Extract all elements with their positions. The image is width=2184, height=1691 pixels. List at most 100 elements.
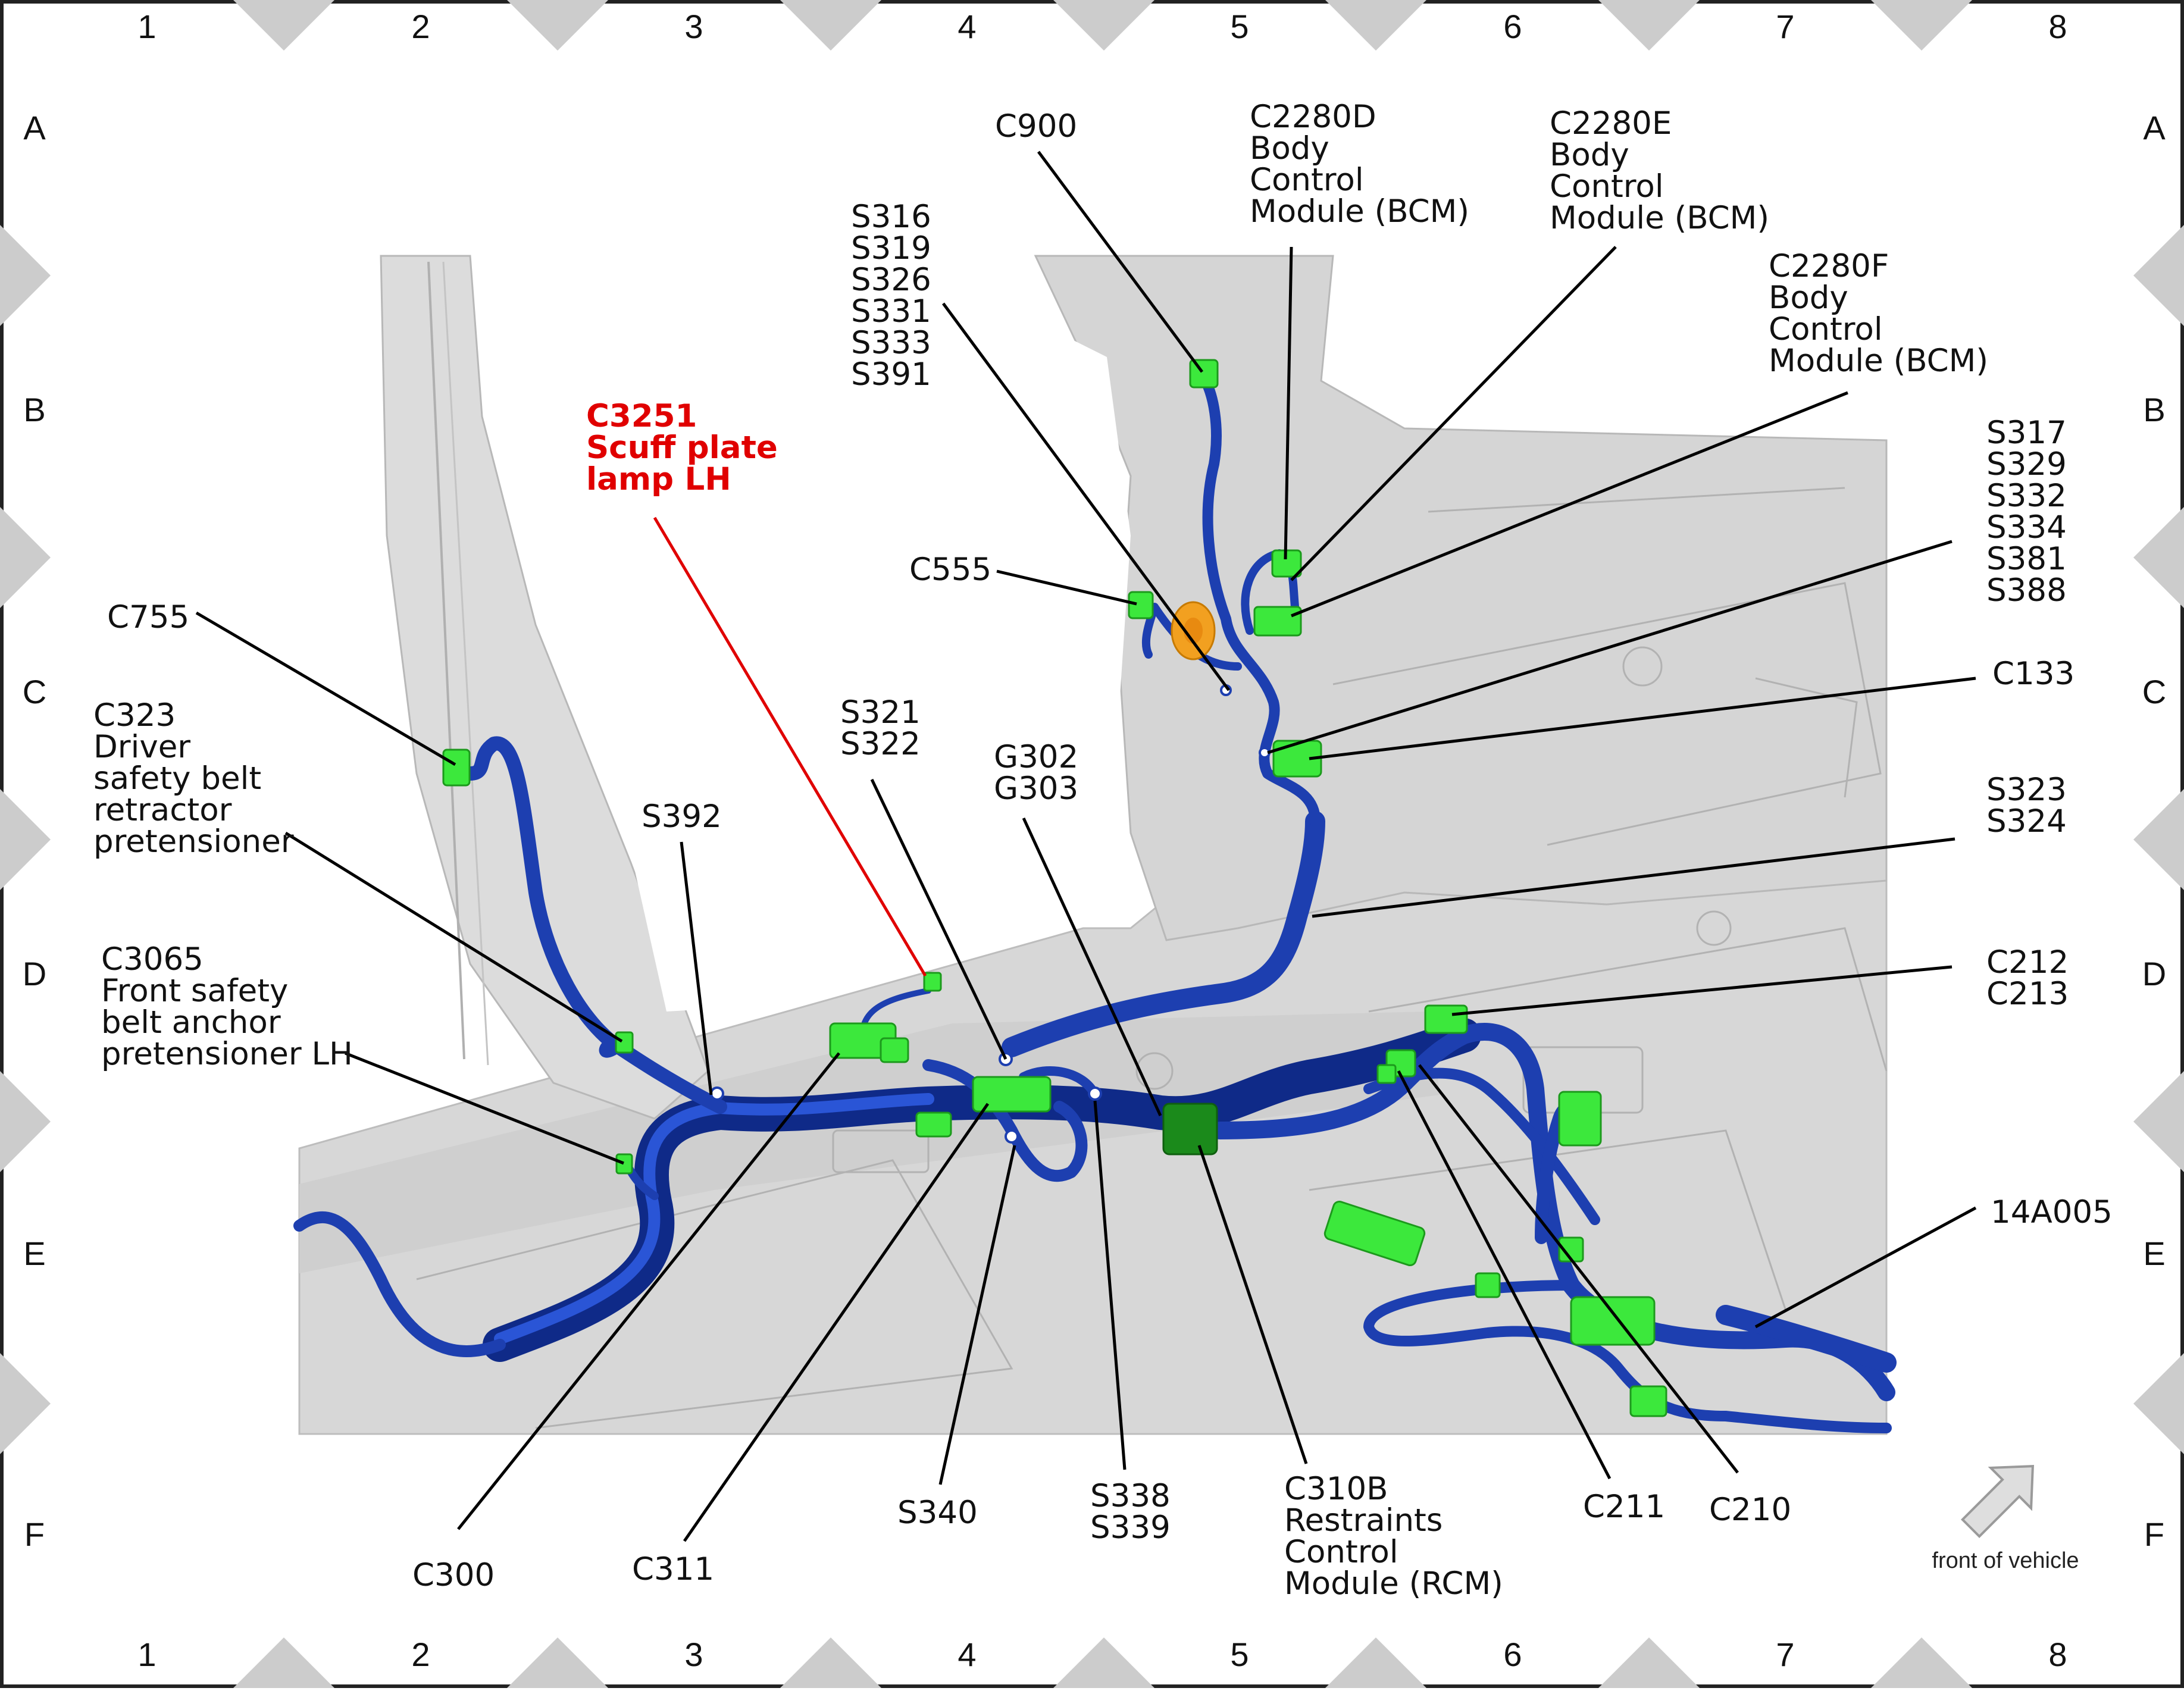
grid-marker-top-6: [1598, 0, 1700, 51]
callout-label-line: Module (BCM): [1250, 193, 1469, 230]
callout-label-line: S391: [851, 356, 931, 393]
callout-label-line: C3251: [586, 398, 697, 434]
callout-label-line: S322: [840, 726, 921, 762]
leader-c2280e: [1290, 246, 1617, 581]
grid-col-label-bottom-7: 7: [1776, 1636, 1794, 1673]
connector-c2280f: [1253, 606, 1302, 637]
callout-label-line: Restraints: [1284, 1502, 1443, 1539]
grid-col-label-top-1: 1: [137, 8, 156, 45]
grid-row-label-right-d: D: [2142, 955, 2166, 992]
splice-s338: [1088, 1086, 1102, 1101]
connector-c212: [1424, 1004, 1468, 1034]
callout-label-line: Body: [1769, 280, 1848, 316]
callout-label-line: C210: [1709, 1492, 1791, 1528]
connector-c310b: [1162, 1103, 1218, 1155]
grid-row-label-left-b: B: [23, 391, 45, 428]
connector-c3065: [615, 1153, 633, 1175]
callout-label-line: Control: [1284, 1534, 1398, 1570]
harness-center-riser: [1002, 811, 1325, 1057]
leader-s338: [1093, 1100, 1127, 1470]
harness-mid-loop-2: [1019, 1066, 1100, 1100]
harness-14a005: [1716, 1305, 1897, 1373]
leader-lines: [195, 151, 1977, 1542]
callout-label-c555: C555: [909, 552, 991, 588]
callout-label-line: S339: [1090, 1510, 1171, 1546]
callout-label-line: Driver: [93, 729, 190, 765]
harness-right-branch: [1211, 1023, 1895, 1401]
callout-label-s392: S392: [642, 798, 722, 835]
callout-label-c133: C133: [1992, 656, 2075, 692]
grid-labels: 1 2 3 4 5 6 7 8 1 2 3 4 5 6 7 8 A B C D …: [23, 8, 2166, 1673]
harness-b-pillar-branch: [463, 736, 727, 1114]
leader-c212: [1451, 965, 1953, 1016]
callout-label-line: Module (BCM): [1550, 200, 1769, 236]
callout-label-line: S331: [851, 293, 931, 330]
connectors: [442, 359, 1667, 1417]
callout-label-line: C212: [1986, 944, 2069, 981]
callout-label-14a005: 14A005: [1991, 1194, 2113, 1230]
leader-c2280f: [1291, 391, 1848, 618]
callout-label-c211: C211: [1583, 1489, 1665, 1525]
callout-label-line: S324: [1986, 803, 2067, 840]
leader-s316: [941, 302, 1231, 691]
callout-label-line: S321: [840, 694, 921, 731]
grid-marker-bottom-6: [1598, 1637, 1700, 1688]
grid-row-label-right-b: B: [2143, 391, 2165, 428]
callout-label-line: S329: [1986, 446, 2067, 483]
grid-col-label-top-7: 7: [1776, 8, 1794, 45]
callout-label-line: C310B: [1284, 1471, 1388, 1507]
grid-col-label-bottom-3: 3: [684, 1636, 703, 1673]
callout-label-line: Body: [1550, 137, 1629, 173]
grid-marker-top-5: [1325, 0, 1426, 51]
callout-label-line: C2280E: [1550, 105, 1672, 142]
grid-marker-left-1: [0, 225, 51, 326]
vehicle-body: [298, 255, 1888, 1435]
grid-marker-right-3: [2133, 789, 2184, 890]
callout-label-line: pretensioner: [93, 823, 294, 860]
callout-label-line: C323: [93, 697, 176, 734]
callout-label-line: S323: [1986, 772, 2067, 808]
callout-label-line: lamp LH: [586, 461, 731, 497]
callout-label-line: S332: [1986, 478, 2067, 514]
splice-s340: [1005, 1129, 1019, 1144]
callout-label-line: Control: [1250, 162, 1364, 198]
leader-c900: [1037, 151, 1204, 373]
b-pillar: [380, 255, 709, 1120]
grid-row-label-left-e: E: [23, 1235, 45, 1272]
callout-label-line: S334: [1986, 509, 2067, 546]
callout-label-line: S317: [1986, 415, 2067, 451]
leader-c555: [996, 569, 1137, 606]
connector-c210: [1376, 1064, 1397, 1084]
grid-col-label-bottom-1: 1: [137, 1636, 156, 1673]
connector-lower-right-1: [1558, 1091, 1602, 1147]
arrow-up-right-icon: [1960, 1465, 2034, 1539]
callout-label-line: S319: [851, 230, 931, 267]
callout-label-line: C2280F: [1769, 248, 1889, 284]
connector-c300-b: [880, 1037, 909, 1063]
harness-left-tail: [293, 1211, 506, 1357]
leader-c310b: [1197, 1145, 1308, 1464]
connector-c900: [1189, 359, 1219, 389]
splice-s392: [710, 1086, 724, 1101]
front-of-vehicle-indicator: front of vehicle: [1932, 1465, 2079, 1573]
grid-col-label-top-5: 5: [1230, 8, 1249, 45]
callout-label-line: Control: [1550, 168, 1664, 205]
grid-col-label-top-3: 3: [684, 8, 703, 45]
callout-label-line: C2280D: [1250, 99, 1376, 135]
grid-marker-top-7: [1871, 0, 1972, 51]
grid-row-label-left-f: F: [24, 1515, 45, 1553]
grid-col-label-bottom-4: 4: [958, 1636, 976, 1673]
callout-label-line: Body: [1250, 130, 1329, 167]
grid-marker-left-4: [0, 1071, 51, 1172]
grid-marker-top-3: [780, 0, 881, 51]
callout-label-line: S338: [1090, 1478, 1171, 1514]
